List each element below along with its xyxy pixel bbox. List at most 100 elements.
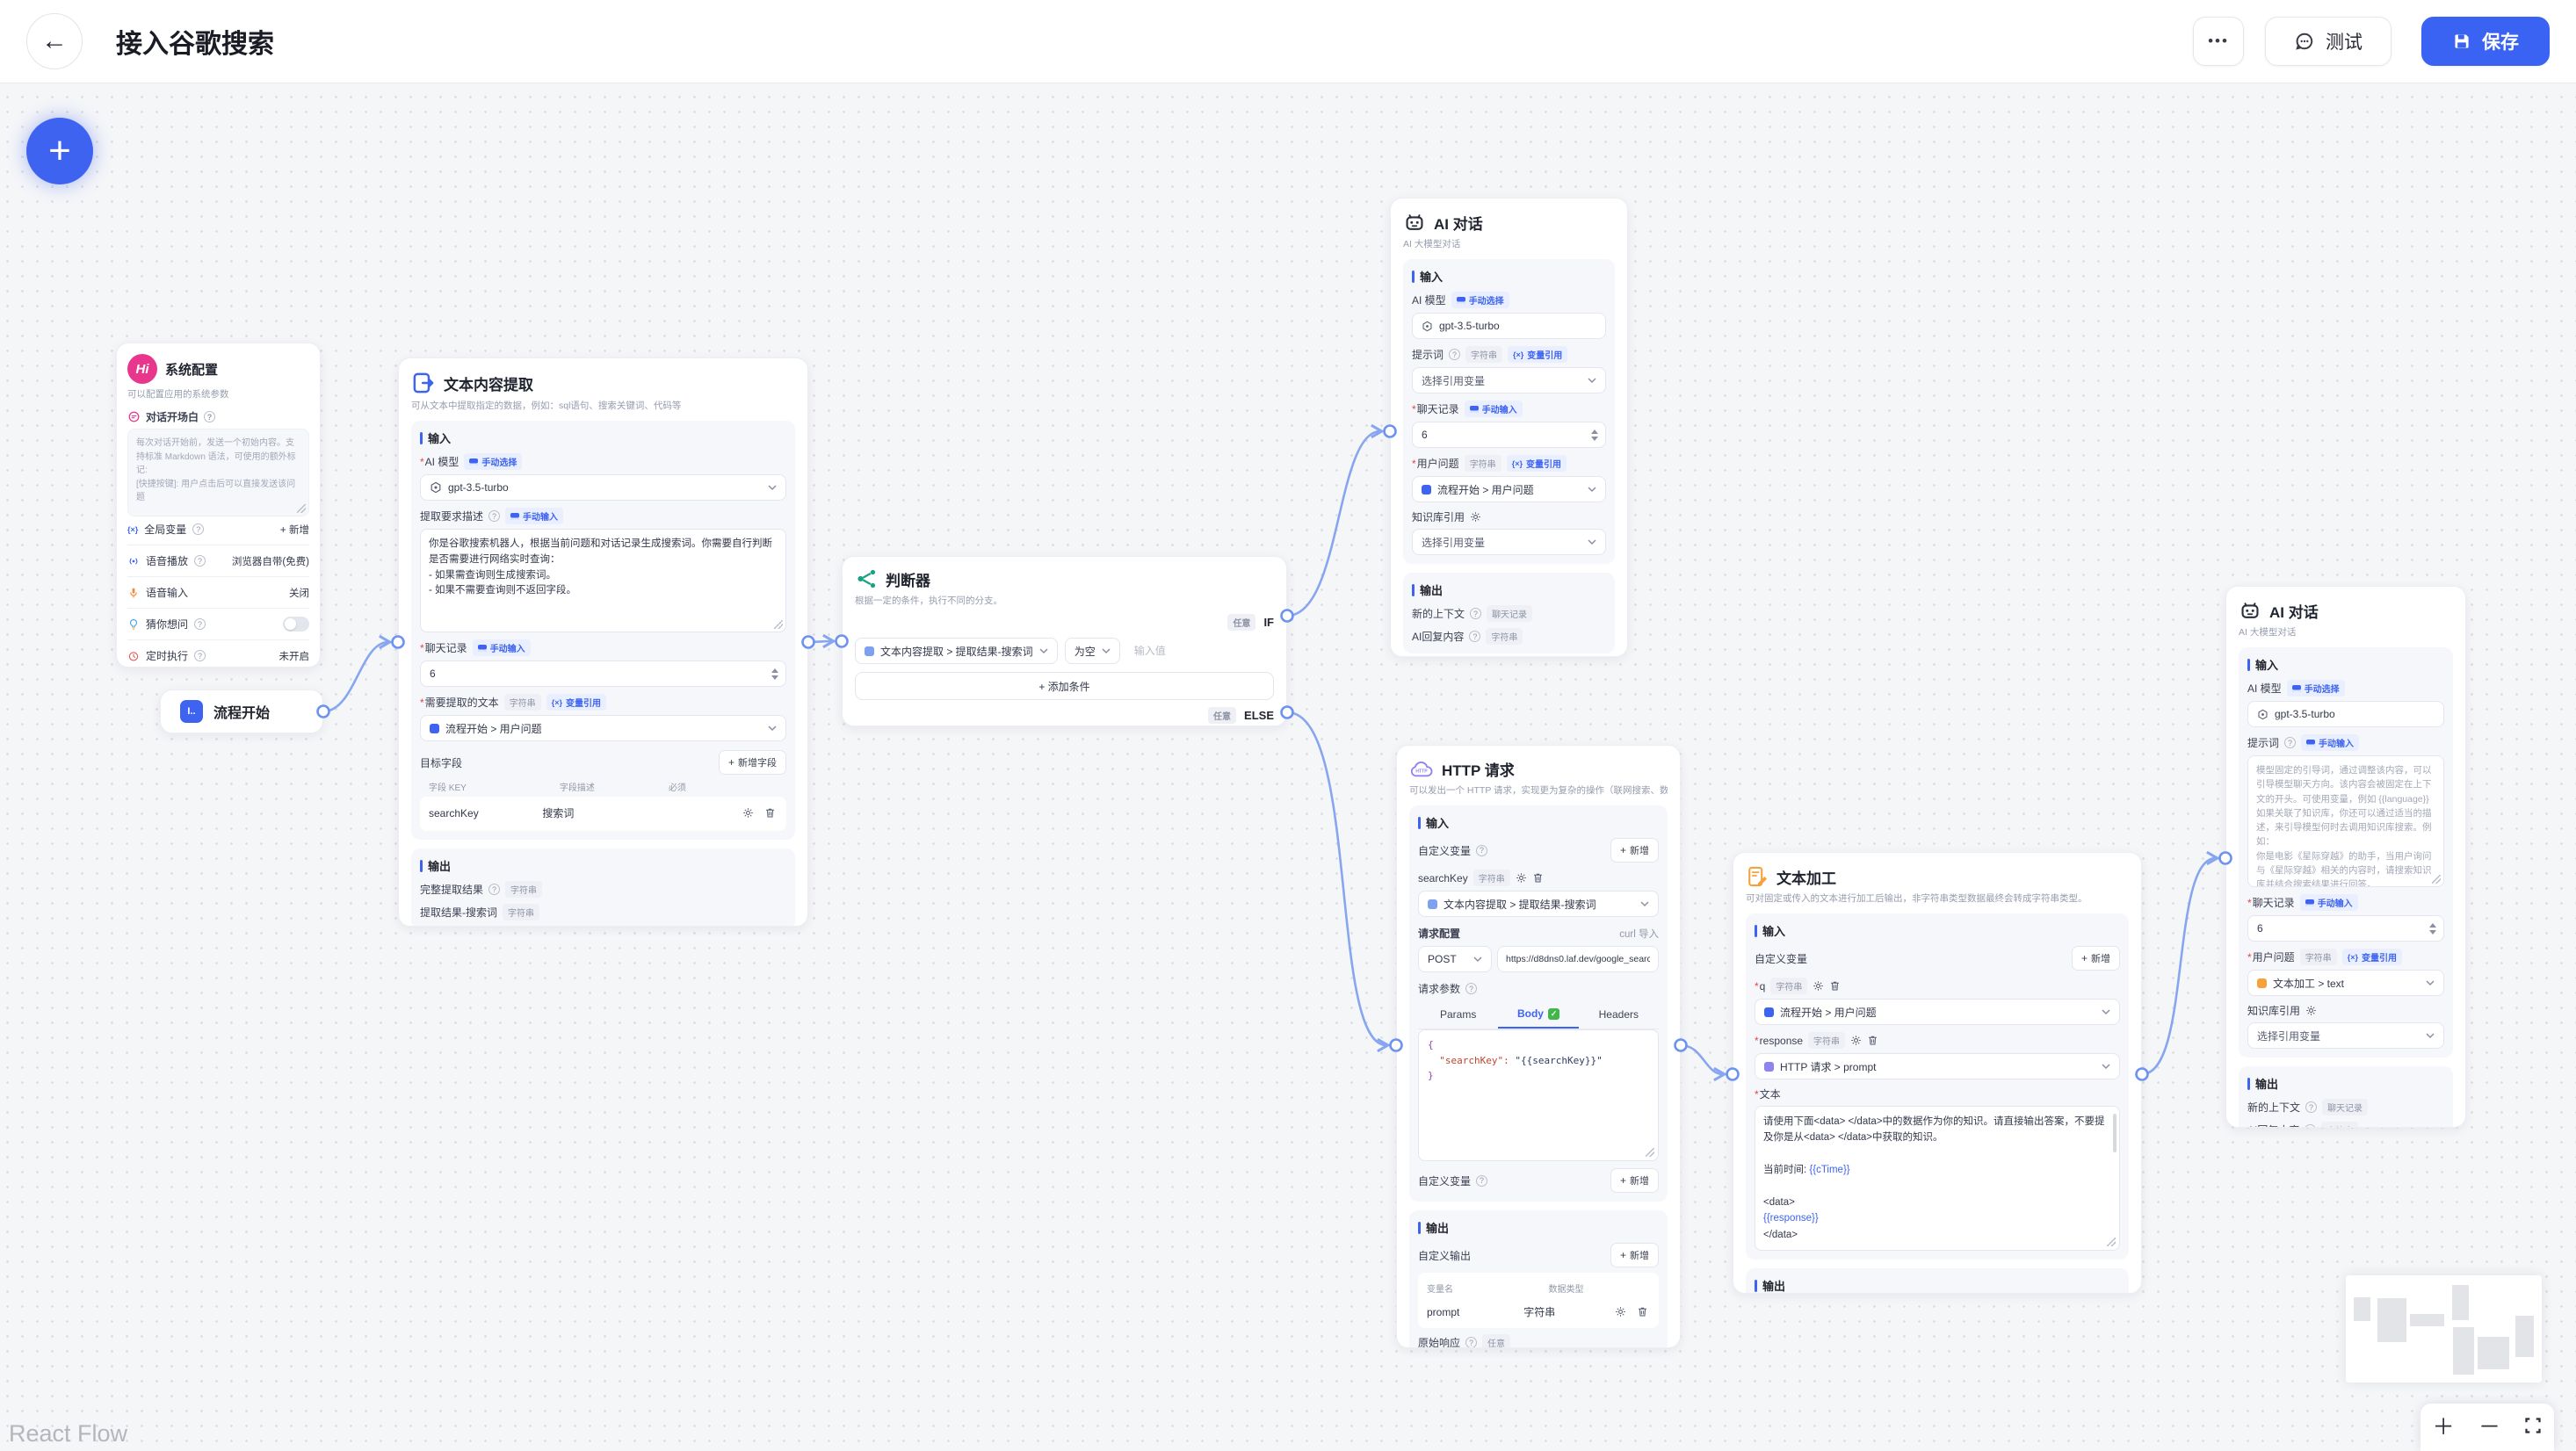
step-up-icon[interactable] [2429, 922, 2436, 928]
output-new-context: 新的上下文 [2247, 1101, 2301, 1114]
save-button[interactable]: 保存 [2421, 17, 2550, 66]
resize-handle-icon[interactable] [2432, 875, 2441, 884]
kb-var-select[interactable]: 选择引用变量 [1412, 529, 1606, 555]
tab-params[interactable]: Params [1439, 1008, 1477, 1021]
flow-start-tag-icon [1764, 1007, 1774, 1017]
step-up-icon[interactable] [771, 668, 778, 673]
chat-history-input[interactable]: 6 [420, 661, 786, 687]
gear-icon[interactable] [1813, 980, 1824, 992]
resize-handle-icon[interactable] [774, 620, 783, 629]
step-up-icon[interactable] [1591, 429, 1598, 434]
gear-icon[interactable] [2305, 1005, 2317, 1016]
test-button[interactable]: 测试 [2265, 17, 2391, 66]
extract-text-select[interactable]: 流程开始 > 用户问题 [420, 715, 786, 741]
output-delete-button[interactable] [1635, 1304, 1650, 1319]
chat-history-input[interactable]: 6 [1412, 422, 1606, 448]
string-badge: 字符串 [503, 904, 539, 920]
voice-play-value[interactable]: 浏览器自带(免费) [231, 556, 309, 567]
more-button[interactable]: ••• [2193, 17, 2244, 66]
model-select[interactable]: gpt-3.5-turbo [1412, 313, 1606, 339]
add-output-button[interactable]: +新增 [1610, 1243, 1659, 1267]
node-condition[interactable]: 判断器 根据一定的条件，执行不同的分支。 任意 IF 文本内容提取 > 提取结果… [842, 556, 1287, 726]
add-field-button[interactable]: +新增字段 [718, 750, 786, 775]
voice-input-value[interactable]: 关闭 [289, 588, 309, 599]
step-down-icon[interactable] [1591, 436, 1598, 441]
extract-requirement-textarea[interactable]: 你是谷歌搜索机器人，根据当前问题和对话记录生成搜索词。你需要自行判断是否需要进行… [420, 529, 786, 632]
tab-headers[interactable]: Headers [1598, 1008, 1639, 1021]
node-system-config[interactable]: Hi 系统配置 可以配置应用的系统参数 对话开场白 {×} 全局变量 + 新增 … [116, 343, 321, 668]
resize-handle-icon[interactable] [1646, 1148, 1654, 1157]
guess-ask-toggle[interactable] [283, 617, 309, 632]
openai-icon [1422, 321, 1432, 331]
add-var-button[interactable]: +新增 [1610, 1168, 1659, 1193]
help-icon [2305, 1124, 2317, 1127]
openai-icon [2258, 709, 2268, 719]
resize-handle-icon[interactable] [297, 504, 306, 513]
model-select[interactable]: gpt-3.5-turbo [420, 474, 786, 501]
user-question-select[interactable]: 流程开始 > 用户问题 [1412, 476, 1606, 502]
method-select[interactable]: POST [1418, 946, 1492, 972]
number-steppers[interactable] [771, 668, 778, 680]
output-settings-button[interactable] [1613, 1304, 1628, 1319]
node-ai-chat-right[interactable]: AI 对话 AI 大模型对话 输入 AI 模型 手动选择 gpt-3.5-tur… [2225, 586, 2466, 1128]
ellipsis-icon: ••• [2208, 32, 2229, 49]
kb-var-select[interactable]: 选择引用变量 [2247, 1022, 2444, 1049]
node-text-extract[interactable]: 文本内容提取 可从文本中提取指定的数据，例如：sql语句、搜索关键词、代码等 输… [398, 357, 808, 927]
step-down-icon[interactable] [771, 675, 778, 680]
node-http-request[interactable]: HTTP HTTP 请求 可以发出一个 HTTP 请求，实现更为复杂的操作（联网… [1396, 745, 1681, 1348]
zoom-out-button[interactable]: － [2478, 1416, 2500, 1439]
step-down-icon[interactable] [2429, 929, 2436, 935]
opening-textarea[interactable] [127, 429, 309, 516]
node-flow-start[interactable]: I.. 流程开始 [160, 689, 323, 733]
keyboard-mini-icon [477, 644, 487, 652]
gear-icon[interactable] [1470, 511, 1481, 523]
var-value-select[interactable]: 文本内容提取 > 提取结果-搜索词 [1418, 891, 1659, 917]
body-json-editor[interactable]: { "searchKey": "{{searchKey}}" } [1418, 1029, 1659, 1161]
back-button[interactable]: ← [26, 13, 83, 69]
text-template-editor[interactable]: 请使用下面<data> </data>中的数据作为你的知识。请直接输出答案，不要… [1755, 1106, 2120, 1252]
var-q-select[interactable]: 流程开始 > 用户问题 [1755, 999, 2120, 1025]
field-delete-button[interactable] [763, 805, 778, 820]
trash-icon[interactable] [1532, 872, 1544, 884]
node-ai-chat-top[interactable]: AI 对话 AI 大模型对话 输入 AI 模型 手动选择 gpt-3.5-tur… [1390, 198, 1628, 657]
scheduled-run-value[interactable]: 未开启 [279, 651, 310, 662]
curl-import-button[interactable]: curl 导入 [1619, 928, 1659, 940]
user-question-select[interactable]: 文本加工 > text [2247, 970, 2444, 996]
add-var-button[interactable]: +新增 [2071, 946, 2120, 971]
field-settings-button[interactable] [741, 805, 756, 820]
section-bar [2247, 1077, 2250, 1090]
prompt-var-select[interactable]: 选择引用变量 [1412, 367, 1606, 393]
var-response-select[interactable]: HTTP 请求 > prompt [1755, 1053, 2120, 1079]
model-select[interactable]: gpt-3.5-turbo [2247, 701, 2444, 727]
resize-handle-icon[interactable] [2107, 1238, 2116, 1247]
trash-icon[interactable] [1867, 1035, 1878, 1046]
minimap[interactable] [2346, 1275, 2542, 1382]
add-node-button[interactable]: + [26, 118, 93, 184]
gear-icon[interactable] [1516, 872, 1527, 884]
add-var-button[interactable]: +新增 [1610, 838, 1659, 863]
number-steppers[interactable] [1591, 429, 1598, 441]
add-condition-button[interactable]: + 添加条件 [855, 672, 1274, 700]
condition-operator-select[interactable]: 为空 [1064, 638, 1120, 664]
chevron-down-icon [1102, 647, 1111, 653]
string-badge: 字符串 [505, 881, 543, 898]
chat-history-input[interactable]: 6 [2247, 915, 2444, 942]
node-text-process[interactable]: 文本加工 可对固定或传入的文本进行加工后输出，非字符串类型数据最终会转成字符串类… [1733, 852, 2142, 1294]
add-global-var-button[interactable]: + 新增 [279, 523, 309, 536]
help-icon [1465, 983, 1478, 994]
chevron-down-icon [2102, 1008, 2110, 1014]
prompt-textarea[interactable] [2247, 755, 2444, 887]
trash-icon[interactable] [1829, 980, 1841, 992]
condition-variable-select[interactable]: 文本内容提取 > 提取结果-搜索词 [855, 638, 1058, 664]
scrollbar[interactable] [2113, 1114, 2117, 1152]
fit-view-button[interactable] [2524, 1417, 2542, 1439]
gear-icon[interactable] [1850, 1035, 1862, 1046]
url-input[interactable] [1497, 946, 1659, 972]
var-ref-badge: {×}变量引用 [1508, 346, 1568, 363]
zoom-in-button[interactable]: ＋ [2433, 1416, 2455, 1439]
number-steppers[interactable] [2429, 922, 2436, 935]
condition-value-input[interactable] [1126, 638, 1277, 664]
bulb-icon [130, 618, 137, 630]
tab-body[interactable]: Body✓ [1498, 1001, 1579, 1029]
